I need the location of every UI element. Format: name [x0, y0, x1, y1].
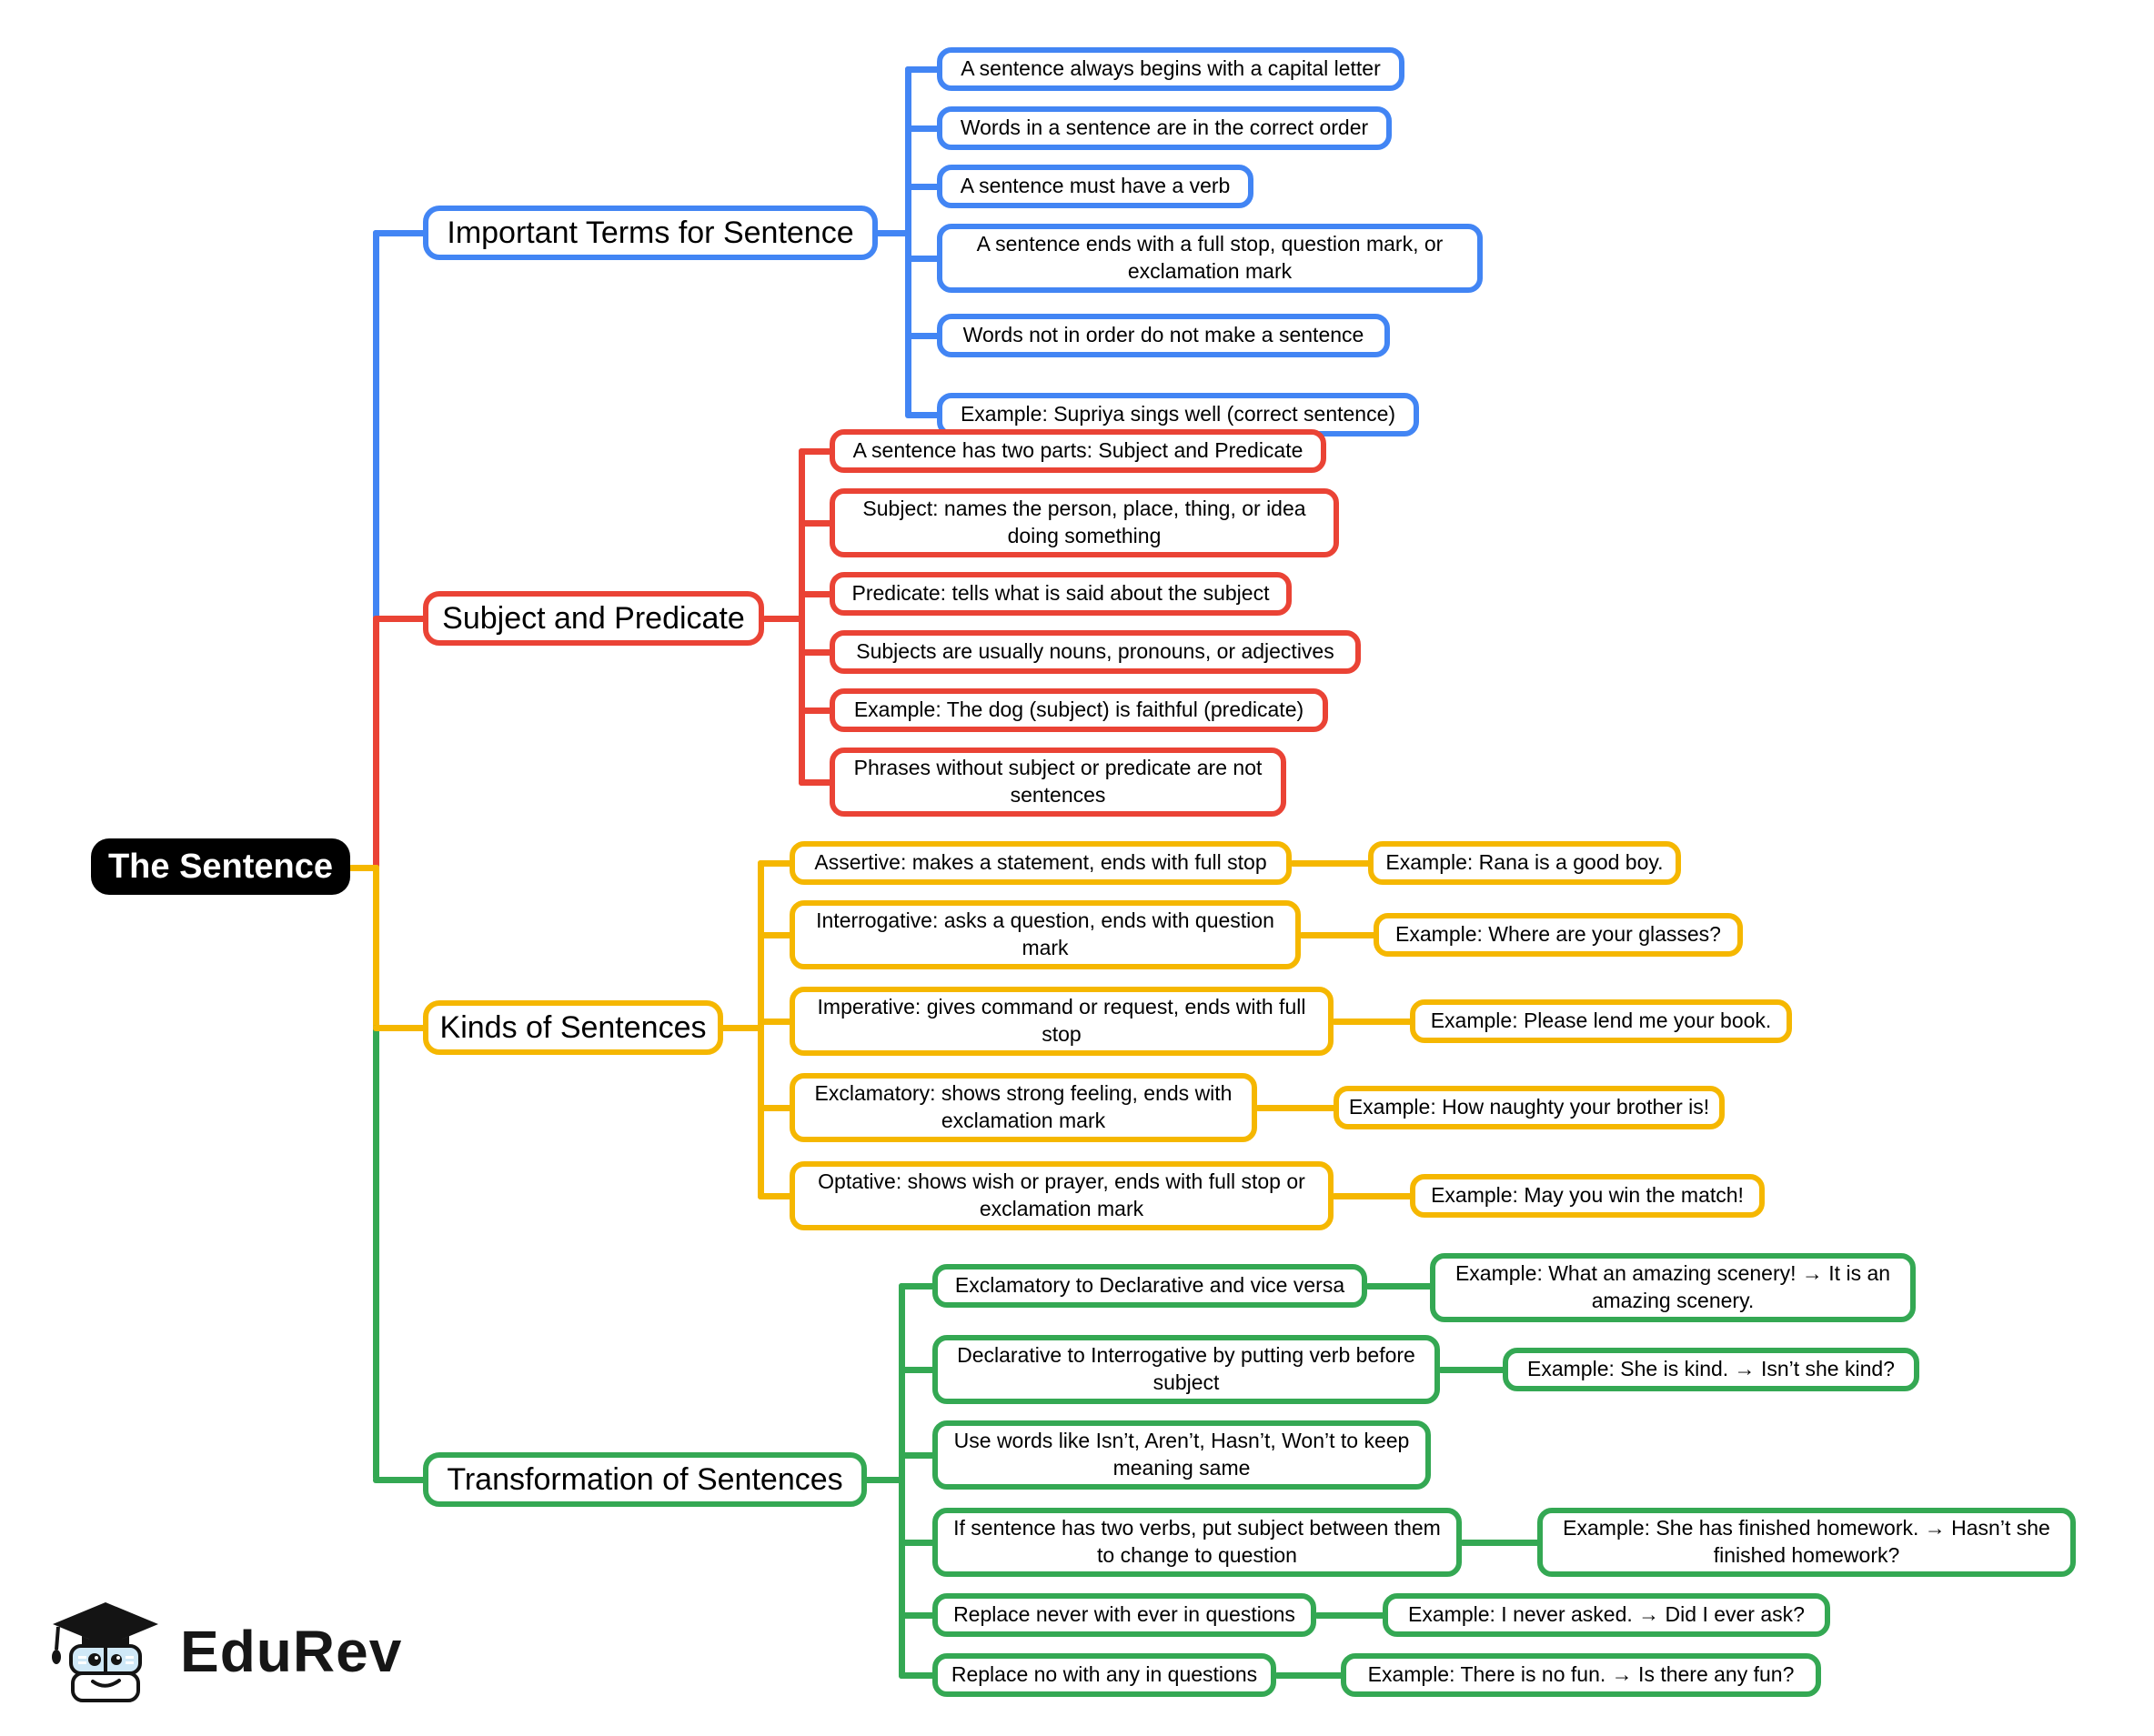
connector-green-c4 — [899, 1540, 935, 1546]
connector-main-red — [373, 616, 379, 871]
node-example-interrogative: Example: Where are your glasses? — [1374, 913, 1743, 957]
node-capital-letter: A sentence always begins with a capital … — [937, 47, 1404, 91]
connector-green-c2 — [899, 1367, 935, 1373]
branch-important-terms: Important Terms for Sentence — [423, 206, 878, 260]
connector-green-e2 — [1438, 1367, 1505, 1373]
connector-blue-c5 — [905, 333, 940, 339]
connector-green-c3 — [899, 1452, 935, 1459]
connector-blue-to-trunk — [874, 230, 911, 236]
connector-stub-yellow-parent — [373, 1025, 426, 1031]
connector-stub-blue-parent — [373, 230, 426, 236]
connector-green-c6 — [899, 1672, 935, 1679]
node-replace-no: Replace no with any in questions — [932, 1653, 1276, 1697]
node-predicate-tells: Predicate: tells what is said about the … — [830, 572, 1292, 616]
connector-yellow-c4 — [758, 1105, 794, 1111]
connector-blue-c4 — [905, 256, 940, 262]
connector-red-c4 — [799, 649, 833, 656]
connector-green-e1 — [1365, 1283, 1433, 1289]
node-words-not-in-order: Words not in order do not make a sentenc… — [937, 314, 1390, 357]
edurev-logo: EduRev — [45, 1593, 402, 1709]
edurev-brand-text: EduRev — [180, 1618, 403, 1684]
node-example-no-fun: Example: There is no fun. → Is there any… — [1341, 1653, 1821, 1697]
connector-red-c2 — [799, 520, 833, 527]
connector-stub-green-parent — [373, 1477, 426, 1483]
node-example-dog: Example: The dog (subject) is faithful (… — [830, 688, 1328, 732]
connector-green-to-trunk — [863, 1477, 902, 1483]
node-declar-to-interrog: Declarative to Interrogative by putting … — [932, 1335, 1440, 1404]
connector-yellow-c5 — [758, 1193, 794, 1199]
connector-yellow-c1 — [758, 860, 794, 867]
node-subject-names: Subject: names the person, place, thing,… — [830, 488, 1339, 557]
connector-green-trunk — [899, 1283, 905, 1679]
node-exclam-to-declar: Exclamatory to Declarative and vice vers… — [932, 1264, 1367, 1308]
connector-yellow-to-trunk — [720, 1025, 763, 1031]
node-two-verbs: If sentence has two verbs, put subject b… — [932, 1508, 1462, 1577]
connector-yellow-e2 — [1299, 932, 1377, 938]
node-imperative: Imperative: gives command or request, en… — [790, 987, 1334, 1056]
connector-yellow-c3 — [758, 1019, 794, 1025]
node-example-homework: Example: She has finished homework. → Ha… — [1537, 1508, 2076, 1577]
node-interrogative: Interrogative: asks a question, ends wit… — [790, 900, 1301, 969]
node-example-imperative: Example: Please lend me your book. — [1410, 999, 1792, 1043]
connector-main-green — [373, 1025, 379, 1480]
node-optative: Optative: shows wish or prayer, ends wit… — [790, 1161, 1334, 1230]
node-use-words-like: Use words like Isn’t, Aren’t, Hasn’t, Wo… — [932, 1420, 1431, 1490]
connector-green-c5 — [899, 1612, 935, 1619]
node-assertive: Assertive: makes a statement, ends with … — [790, 841, 1292, 885]
connector-red-trunk — [799, 448, 805, 786]
connector-green-e5 — [1314, 1612, 1385, 1619]
node-example-exclamatory: Example: How naughty your brother is! — [1334, 1086, 1725, 1129]
connector-yellow-e3 — [1332, 1019, 1414, 1025]
connector-yellow-e5 — [1332, 1193, 1414, 1199]
branch-kinds-of-sentences: Kinds of Sentences — [423, 1000, 723, 1055]
connector-yellow-trunk — [758, 860, 764, 1199]
connector-green-e6 — [1274, 1672, 1344, 1679]
node-correct-order: Words in a sentence are in the correct o… — [937, 106, 1392, 150]
connector-main-yellow — [373, 865, 379, 1029]
connector-blue-c2 — [905, 125, 940, 132]
connector-red-c6 — [799, 779, 833, 786]
connector-red-c3 — [799, 591, 833, 597]
connector-red-c5 — [799, 707, 833, 714]
node-subjects-nouns: Subjects are usually nouns, pronouns, or… — [830, 630, 1361, 674]
node-example-scenery: Example: What an amazing scenery! → It i… — [1430, 1253, 1916, 1322]
connector-yellow-e4 — [1255, 1105, 1337, 1111]
node-phrases-not-sentences: Phrases without subject or predicate are… — [830, 748, 1286, 817]
connector-green-c1 — [899, 1283, 935, 1289]
connector-blue-trunk — [905, 66, 911, 417]
node-must-have-verb: A sentence must have a verb — [937, 165, 1253, 208]
connector-main-blue — [373, 230, 379, 619]
connector-yellow-e1 — [1290, 860, 1372, 867]
connector-yellow-c2 — [758, 932, 794, 938]
node-exclamatory: Exclamatory: shows strong feeling, ends … — [790, 1073, 1257, 1142]
branch-transformation: Transformation of Sentences — [423, 1452, 867, 1507]
edurev-mascot-icon — [45, 1593, 166, 1709]
connector-red-to-trunk — [762, 616, 804, 622]
node-example-kind: Example: She is kind. → Isn’t she kind? — [1503, 1348, 1919, 1391]
node-two-parts: A sentence has two parts: Subject and Pr… — [830, 429, 1326, 473]
connector-green-e4 — [1460, 1540, 1540, 1546]
node-ends-with-mark: A sentence ends with a full stop, questi… — [937, 224, 1483, 293]
connector-root-stub — [348, 865, 379, 871]
node-example-never: Example: I never asked. → Did I ever ask… — [1383, 1593, 1830, 1637]
connector-blue-c6 — [905, 412, 940, 418]
node-example-assertive: Example: Rana is a good boy. — [1368, 841, 1681, 885]
connector-blue-c3 — [905, 184, 940, 190]
connector-stub-red-parent — [373, 616, 426, 622]
connector-red-c1 — [799, 448, 833, 455]
connector-blue-c1 — [905, 66, 940, 73]
branch-subject-predicate: Subject and Predicate — [423, 591, 764, 646]
node-replace-never: Replace never with ever in questions — [932, 1593, 1316, 1637]
node-example-optative: Example: May you win the match! — [1410, 1174, 1765, 1218]
root-node: The Sentence — [91, 838, 350, 895]
